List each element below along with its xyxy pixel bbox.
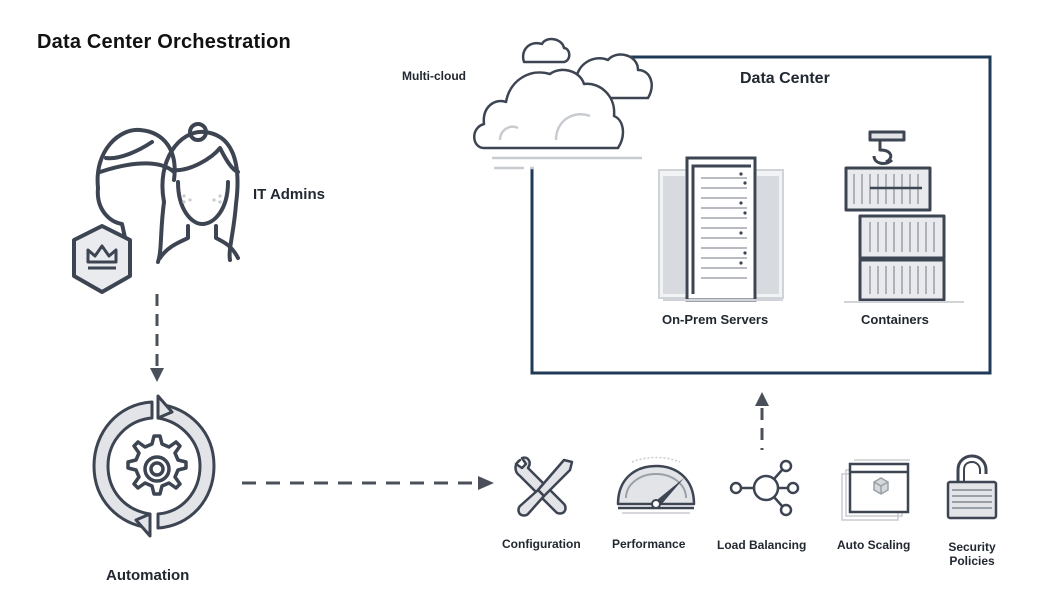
padlock-icon xyxy=(946,454,998,520)
flow-arrow-up xyxy=(755,392,769,450)
it-admins-icon xyxy=(72,122,240,294)
capability-label-load-balancing: Load Balancing xyxy=(717,538,807,552)
automation-label: Automation xyxy=(106,567,190,584)
on-prem-servers-label: On-Prem Servers xyxy=(662,312,769,327)
flow-arrow-right xyxy=(242,476,494,490)
gauge-icon xyxy=(616,456,696,514)
load-balancer-icon xyxy=(729,459,800,517)
containers-icon xyxy=(844,130,964,303)
automation-icon xyxy=(92,394,216,538)
multi-cloud-label: Multi-cloud xyxy=(402,69,466,83)
window-stack-icon xyxy=(841,459,910,521)
capability-label-configuration: Configuration xyxy=(502,537,581,551)
capability-label-auto-scaling: Auto Scaling xyxy=(837,538,911,552)
capability-label-security-policies: Security Policies xyxy=(948,540,996,568)
diagram-title: Data Center Orchestration xyxy=(37,31,291,53)
wrench-screwdriver-icon xyxy=(514,456,574,517)
capability-label-performance: Performance xyxy=(612,537,686,551)
containers-label: Containers xyxy=(861,312,929,327)
data-center-title: Data Center xyxy=(740,70,830,87)
cloud-icon xyxy=(473,37,653,170)
it-admins-label: IT Admins xyxy=(253,186,325,203)
flow-arrow-down xyxy=(150,294,164,382)
server-rack-icon xyxy=(658,156,784,302)
